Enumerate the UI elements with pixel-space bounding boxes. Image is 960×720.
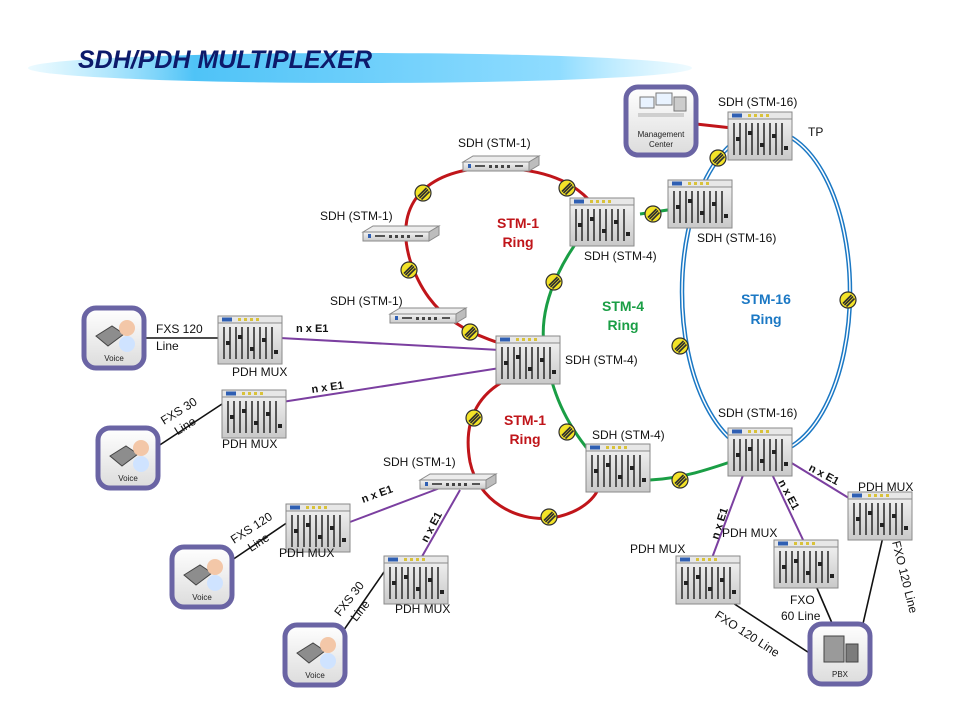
sdh-stm4-top-device bbox=[569, 197, 635, 247]
fxo60-label-2: 60 Line bbox=[781, 609, 821, 623]
sdh-stm16-top-device bbox=[727, 111, 793, 161]
stm4-ring-label-2: Ring bbox=[607, 317, 638, 333]
stm1-bottom-ring-label-2: Ring bbox=[509, 431, 540, 447]
fxs120-label-a-2: Line bbox=[156, 339, 179, 353]
fxs30-label-b: FXS 30 Line bbox=[331, 578, 373, 624]
management-center-icon: Management Center bbox=[623, 84, 699, 158]
pdh-mux-device-7 bbox=[847, 491, 913, 541]
pdh-mux-device-3 bbox=[285, 503, 351, 553]
sdh-stm16-mid-device bbox=[667, 179, 733, 229]
link-coin-7 bbox=[709, 149, 727, 167]
stm1-bottom-ring bbox=[466, 372, 602, 520]
sdh-stm1-left-label: SDH (STM-1) bbox=[320, 209, 393, 223]
pdh-mux-label-7: PDH MUX bbox=[858, 480, 913, 494]
voice-label: Voice bbox=[192, 593, 212, 602]
pdh-mux-label-5: PDH MUX bbox=[630, 542, 685, 556]
fxo120-right-label: FXO 120 Line bbox=[889, 539, 921, 615]
voice-icon-3: Voice bbox=[169, 544, 235, 610]
sdh-stm4-bottom-device bbox=[585, 443, 651, 493]
title-banner bbox=[28, 53, 692, 83]
sdh-stm1-lower-device bbox=[389, 307, 467, 324]
pdh-mux-device-6 bbox=[773, 539, 839, 589]
sdh-stm4-center-label: SDH (STM-4) bbox=[565, 353, 638, 367]
voice-icon-4: Voice bbox=[282, 622, 348, 688]
sdh-stm16-top-label: SDH (STM-16) bbox=[718, 95, 797, 109]
link-coin-13 bbox=[671, 471, 689, 489]
sdh-stm1-left-device bbox=[362, 225, 440, 242]
stm16-ring-label-2: Ring bbox=[750, 311, 781, 327]
sdh-stm1-lower-label: SDH (STM-1) bbox=[330, 294, 403, 308]
stm1-top-ring-label-2: Ring bbox=[502, 234, 533, 250]
e1-label-3: n x E1 bbox=[360, 483, 395, 505]
pdh-mux-device-2 bbox=[221, 389, 287, 439]
e1-links bbox=[279, 337, 853, 561]
management-link bbox=[695, 122, 733, 130]
pbx-label: PBX bbox=[832, 670, 849, 679]
sdh-stm1-top-label: SDH (STM-1) bbox=[458, 136, 531, 150]
fxo60-label-1: FXO bbox=[790, 593, 815, 607]
stm16-ring-label-1: STM-16 bbox=[741, 291, 791, 307]
sdh-stm16-bottom-label: SDH (STM-16) bbox=[718, 406, 797, 420]
link-coin-5 bbox=[545, 273, 563, 291]
voice-label: Voice bbox=[118, 474, 138, 483]
link-coin-2 bbox=[558, 179, 576, 197]
link-coin-12 bbox=[540, 508, 558, 526]
link-coin-4 bbox=[461, 323, 479, 341]
tp-label: TP bbox=[808, 125, 823, 139]
voice-label: Voice bbox=[104, 354, 124, 363]
pdh-mux-label-2: PDH MUX bbox=[222, 437, 277, 451]
link-coin-9 bbox=[671, 337, 689, 355]
pdh-mux-label-1: PDH MUX bbox=[232, 365, 287, 379]
sdh-stm4-top-label: SDH (STM-4) bbox=[584, 249, 657, 263]
fxs120-label-a-1: FXS 120 bbox=[156, 322, 203, 336]
voice-label: Voice bbox=[305, 671, 325, 680]
link-coin-3 bbox=[400, 261, 418, 279]
pdh-mux-label-6: PDH MUX bbox=[722, 526, 777, 540]
management-label-1: Management bbox=[638, 130, 685, 139]
sdh-stm1-bottom-label: SDH (STM-1) bbox=[383, 455, 456, 469]
pbx-icon: PBX bbox=[807, 621, 873, 687]
pdh-mux-device-5 bbox=[675, 555, 741, 605]
sdh-stm16-mid-label: SDH (STM-16) bbox=[697, 231, 776, 245]
pdh-mux-device-4 bbox=[383, 555, 449, 605]
link-coin-1 bbox=[414, 184, 432, 202]
analog-lines bbox=[139, 337, 886, 661]
pdh-mux-device-1 bbox=[217, 315, 283, 365]
stm4-ring-label-1: STM-4 bbox=[602, 298, 644, 314]
voice-icon-2: Voice bbox=[95, 425, 161, 491]
link-coin-11 bbox=[558, 423, 576, 441]
sdh-stm1-top-device bbox=[462, 155, 540, 172]
voice-icon-1: Voice bbox=[81, 305, 147, 371]
page-title: SDH/PDH MULTIPLEXER bbox=[78, 46, 372, 74]
link-coin-6 bbox=[644, 205, 662, 223]
link-coin-8 bbox=[839, 291, 857, 309]
e1-label-6: n x E1 bbox=[775, 478, 801, 512]
sdh-stm16-bottom-device bbox=[727, 427, 793, 477]
e1-label-4: n x E1 bbox=[419, 510, 445, 544]
stm1-bottom-ring-label-1: STM-1 bbox=[504, 412, 546, 428]
pdh-mux-label-3: PDH MUX bbox=[279, 546, 334, 560]
e1-label-7: n x E1 bbox=[807, 462, 841, 488]
pdh-mux-label-4: PDH MUX bbox=[395, 602, 450, 616]
stm1-top-ring-label-1: STM-1 bbox=[497, 215, 539, 231]
e1-label-1: n x E1 bbox=[296, 323, 328, 335]
link-coin-10 bbox=[465, 409, 483, 427]
sdh-stm4-center-device bbox=[495, 335, 561, 385]
sdh-stm4-bottom-label: SDH (STM-4) bbox=[592, 428, 665, 442]
fxo120-left-label: FXO 120 Line bbox=[712, 608, 782, 660]
management-label-2: Center bbox=[649, 140, 673, 149]
e1-label-2: n x E1 bbox=[311, 380, 345, 396]
sdh-stm1-bottom-device bbox=[419, 473, 497, 490]
fxs120-label-b: FXS 120 Line bbox=[228, 509, 275, 554]
